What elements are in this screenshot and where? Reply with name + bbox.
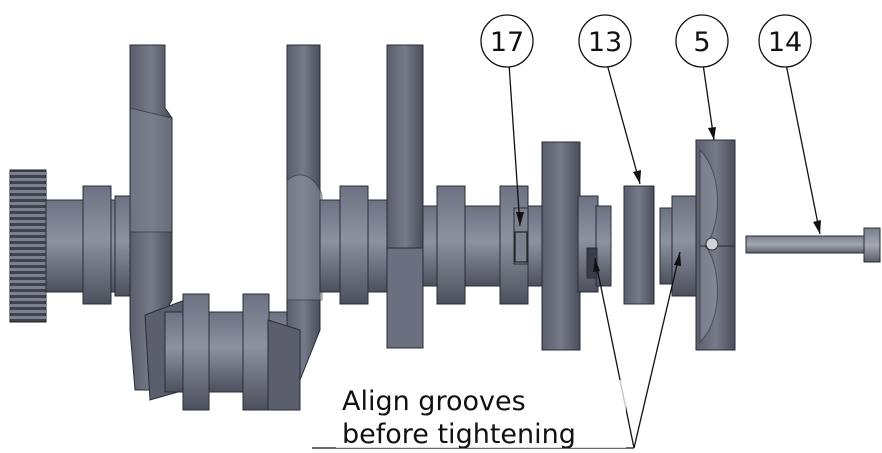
leader-17 [508,63,521,227]
timing-gear [9,169,47,323]
gear-tooth [10,268,46,271]
assembly-note: Align grooves before tightening [336,380,626,450]
balloon-14: 14 [758,14,812,68]
arrowhead-13 [633,170,641,184]
balloon-13-label: 13 [588,27,622,58]
leader-14 [785,63,821,235]
arrowhead-17 [516,212,524,226]
balloon-14-label: 14 [768,27,802,58]
note-leader-a [594,257,635,449]
balloon-13: 13 [578,14,632,68]
gear-tooth [10,292,46,295]
gear-tooth [10,262,46,265]
gear-tooth [10,310,46,313]
leader-5 [702,63,715,141]
balloon-5: 5 [675,14,729,68]
note-leader-b [633,251,681,449]
gear-tooth [10,220,46,223]
gear-tooth [10,184,46,187]
balloon-5-label: 5 [693,27,710,58]
gear-teeth [10,172,46,319]
gear-tooth [10,244,46,247]
gear-tooth [10,196,46,199]
balloon-17-label: 17 [490,27,524,58]
gear-tooth [10,304,46,307]
gear-tooth [10,178,46,181]
pulley-part [659,139,736,351]
gear-tooth [10,256,46,259]
gear-tooth [10,238,46,241]
gear-tooth [10,214,46,217]
gear-tooth [10,316,46,319]
gear-tooth [10,250,46,253]
gear-tooth [10,232,46,235]
balloon-17: 17 [480,14,534,68]
crankshaft-body [45,44,612,411]
gear-tooth [10,286,46,289]
arrowhead-note-b [674,252,681,266]
bolt-part [745,227,881,263]
spacer-ring [623,185,655,305]
arrowhead-5 [708,127,716,140]
gear-tooth [10,202,46,205]
leader-13 [606,63,641,185]
gear-tooth [10,208,46,211]
gear-tooth [10,280,46,283]
note-line-1: Align grooves [342,386,526,417]
arrowheads [516,127,821,272]
note-line-2: before tightening [342,419,576,450]
gear-tooth [10,298,46,301]
gear-tooth [10,274,46,277]
arrowhead-note-a [593,258,600,272]
gear-tooth [10,226,46,229]
gear-tooth [10,190,46,193]
gear-tooth [10,172,46,175]
arrowhead-14 [813,220,821,234]
